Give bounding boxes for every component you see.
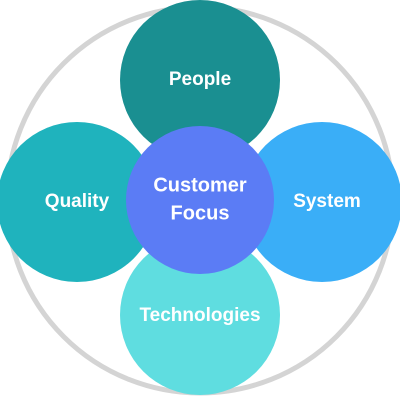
petal-right-label: System: [293, 191, 361, 212]
petal-top-label: People: [169, 69, 231, 90]
center-circle: [126, 126, 274, 274]
petal-bottom-label: Technologies: [139, 305, 260, 326]
petal-top-circle: [120, 0, 280, 160]
center-label-line-2: Focus: [171, 202, 230, 224]
petal-left-circle: [0, 122, 157, 282]
petal-bottom-circle: [120, 235, 280, 395]
center-label-line-1: Customer: [153, 174, 247, 196]
petal-right-circle: [242, 122, 400, 282]
petal-left-label: Quality: [45, 191, 110, 212]
